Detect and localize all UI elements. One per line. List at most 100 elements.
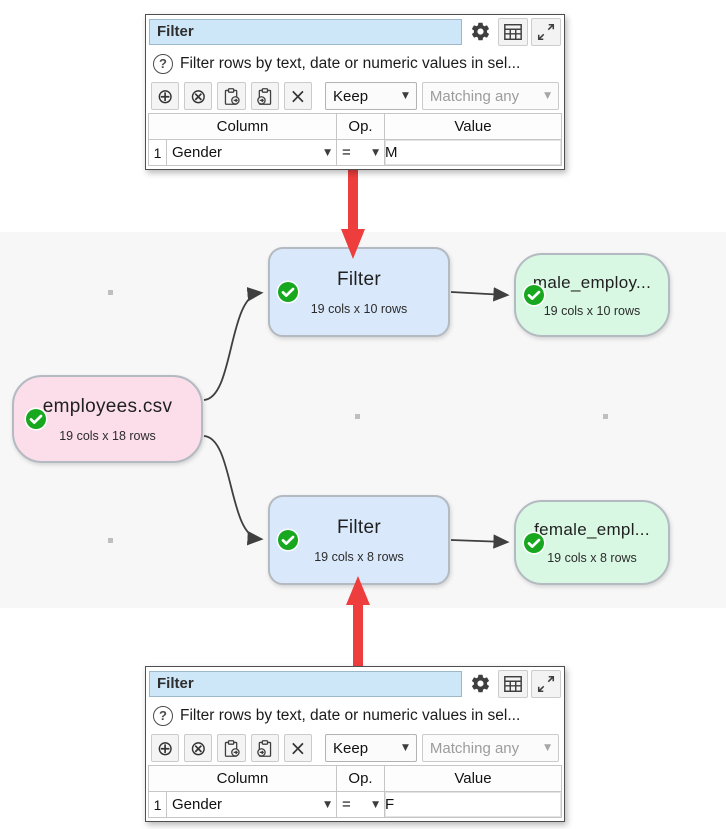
value-header: Value bbox=[384, 113, 562, 140]
value-input[interactable]: M bbox=[384, 139, 562, 166]
add-criteria-button[interactable]: ⊕ bbox=[151, 82, 180, 110]
panel-toolbar: ⊕ ⊗ × Keep ▼ Matching any ▼ bbox=[146, 79, 564, 113]
matching-select-value: Matching any bbox=[429, 87, 520, 105]
help-text: Filter rows by text, date or numeric val… bbox=[180, 54, 521, 72]
paste-criteria-button[interactable] bbox=[217, 734, 246, 762]
filter-panel-bottom: Filter ? Filter rows by text, date or nu… bbox=[145, 666, 565, 822]
column-header: Column bbox=[148, 113, 337, 140]
copy-criteria-button[interactable] bbox=[250, 82, 279, 110]
node-employees-csv[interactable]: employees.csv 19 cols x 18 rows bbox=[12, 375, 203, 463]
value-input[interactable]: F bbox=[384, 791, 562, 818]
paste-criteria-button[interactable] bbox=[217, 82, 246, 110]
chevron-down-icon: ▼ bbox=[544, 743, 551, 753]
table-view-button[interactable] bbox=[498, 669, 528, 698]
matching-select-value: Matching any bbox=[429, 739, 520, 757]
matching-select[interactable]: Matching any ▼ bbox=[421, 734, 559, 762]
table-view-button[interactable] bbox=[498, 17, 528, 46]
connector-lines bbox=[203, 287, 510, 549]
chevron-down-icon: ▼ bbox=[544, 91, 551, 101]
grid-dot bbox=[108, 290, 113, 295]
help-icon[interactable]: ? bbox=[153, 53, 173, 74]
chevron-down-icon: ▼ bbox=[372, 147, 379, 158]
node-filter-top[interactable]: Filter 19 cols x 10 rows bbox=[268, 247, 450, 337]
clear-criteria-button[interactable]: × bbox=[283, 82, 313, 110]
matching-select[interactable]: Matching any ▼ bbox=[421, 82, 559, 110]
node-title: employees.csv bbox=[42, 395, 173, 417]
chevron-down-icon: ▼ bbox=[402, 91, 409, 101]
grid-dot bbox=[108, 538, 113, 543]
gear-icon-button[interactable] bbox=[465, 18, 495, 46]
node-subtitle: 19 cols x 10 rows bbox=[310, 301, 408, 316]
remove-criteria-button[interactable]: ⊗ bbox=[184, 734, 213, 762]
table-icon bbox=[504, 23, 522, 40]
check-ok-icon bbox=[276, 528, 300, 552]
op-select-value: = bbox=[342, 144, 351, 161]
keep-select-value: Keep bbox=[333, 87, 369, 105]
table-icon bbox=[504, 675, 522, 692]
check-ok-icon bbox=[522, 283, 546, 307]
chevron-down-icon: ▼ bbox=[324, 799, 331, 810]
node-subtitle: 19 cols x 8 rows bbox=[547, 551, 637, 565]
node-title: female_empl... bbox=[534, 520, 650, 539]
clipboard-paste-icon bbox=[224, 87, 240, 105]
gear-icon-button[interactable] bbox=[465, 670, 495, 698]
op-header: Op. bbox=[336, 113, 385, 140]
help-icon[interactable]: ? bbox=[153, 705, 173, 726]
check-ok-icon bbox=[276, 280, 300, 304]
remove-criteria-button[interactable]: ⊗ bbox=[184, 82, 213, 110]
column-select[interactable]: Gender ▼ bbox=[167, 144, 336, 161]
panel-title-field[interactable]: Filter bbox=[149, 18, 462, 45]
add-criteria-button[interactable]: ⊕ bbox=[151, 734, 180, 762]
flow-canvas[interactable]: employees.csv 19 cols x 18 rows Filter 1… bbox=[0, 232, 726, 608]
check-ok-icon bbox=[24, 407, 48, 431]
column-header: Column bbox=[148, 765, 337, 792]
grid-dot bbox=[603, 414, 608, 419]
node-subtitle: 19 cols x 8 rows bbox=[314, 549, 404, 564]
keep-select[interactable]: Keep ▼ bbox=[325, 82, 417, 110]
op-select-value: = bbox=[342, 796, 351, 813]
node-subtitle: 19 cols x 10 rows bbox=[543, 303, 641, 318]
panel-title-field[interactable]: Filter bbox=[149, 670, 462, 697]
panel-toolbar: ⊕ ⊗ × Keep ▼ Matching any ▼ bbox=[146, 731, 564, 765]
expand-icon bbox=[537, 23, 555, 40]
annotation-arrow-down-icon bbox=[341, 167, 365, 259]
copy-criteria-button[interactable] bbox=[250, 734, 279, 762]
expand-icon bbox=[537, 675, 555, 692]
grid-dot bbox=[355, 414, 360, 419]
chevron-down-icon: ▼ bbox=[372, 799, 379, 810]
criteria-table: Column Op. Value 1 Gender ▼ = ▼ M bbox=[148, 113, 562, 166]
filter-panel-top: Filter ? Filter rows by text, date or nu… bbox=[145, 14, 565, 170]
annotation-arrow-up-icon bbox=[346, 576, 370, 666]
op-header: Op. bbox=[336, 765, 385, 792]
criteria-header-row: Column Op. Value bbox=[148, 765, 562, 792]
criteria-row: 1 Gender ▼ = ▼ M bbox=[148, 139, 562, 166]
node-title: Filter bbox=[336, 516, 382, 538]
panel-help-row: ? Filter rows by text, date or numeric v… bbox=[146, 48, 564, 79]
row-number: 1 bbox=[148, 791, 167, 818]
expand-button[interactable] bbox=[531, 669, 561, 698]
keep-select-value: Keep bbox=[333, 739, 369, 757]
criteria-table: Column Op. Value 1 Gender ▼ = ▼ F bbox=[148, 765, 562, 818]
op-select[interactable]: = ▼ bbox=[337, 796, 384, 813]
node-male-employees[interactable]: male_employ... 19 cols x 10 rows bbox=[514, 253, 670, 337]
keep-select[interactable]: Keep ▼ bbox=[325, 734, 417, 762]
clipboard-copy-icon bbox=[257, 87, 272, 105]
node-title: male_employ... bbox=[532, 272, 652, 292]
node-female-employees[interactable]: female_empl... 19 cols x 8 rows bbox=[514, 500, 670, 585]
panel-help-row: ? Filter rows by text, date or numeric v… bbox=[146, 700, 564, 731]
row-number: 1 bbox=[148, 139, 167, 166]
check-ok-icon bbox=[522, 531, 546, 555]
clear-criteria-button[interactable]: × bbox=[283, 734, 313, 762]
expand-button[interactable] bbox=[531, 17, 561, 46]
clipboard-copy-icon bbox=[257, 739, 272, 757]
help-text: Filter rows by text, date or numeric val… bbox=[180, 706, 521, 724]
gear-icon bbox=[471, 674, 489, 693]
column-select-value: Gender bbox=[172, 144, 223, 161]
node-subtitle: 19 cols x 18 rows bbox=[59, 428, 156, 443]
node-filter-bottom[interactable]: Filter 19 cols x 8 rows bbox=[268, 495, 450, 585]
value-header: Value bbox=[384, 765, 562, 792]
column-select[interactable]: Gender ▼ bbox=[167, 796, 336, 813]
chevron-down-icon: ▼ bbox=[324, 147, 331, 158]
op-select[interactable]: = ▼ bbox=[337, 144, 384, 161]
